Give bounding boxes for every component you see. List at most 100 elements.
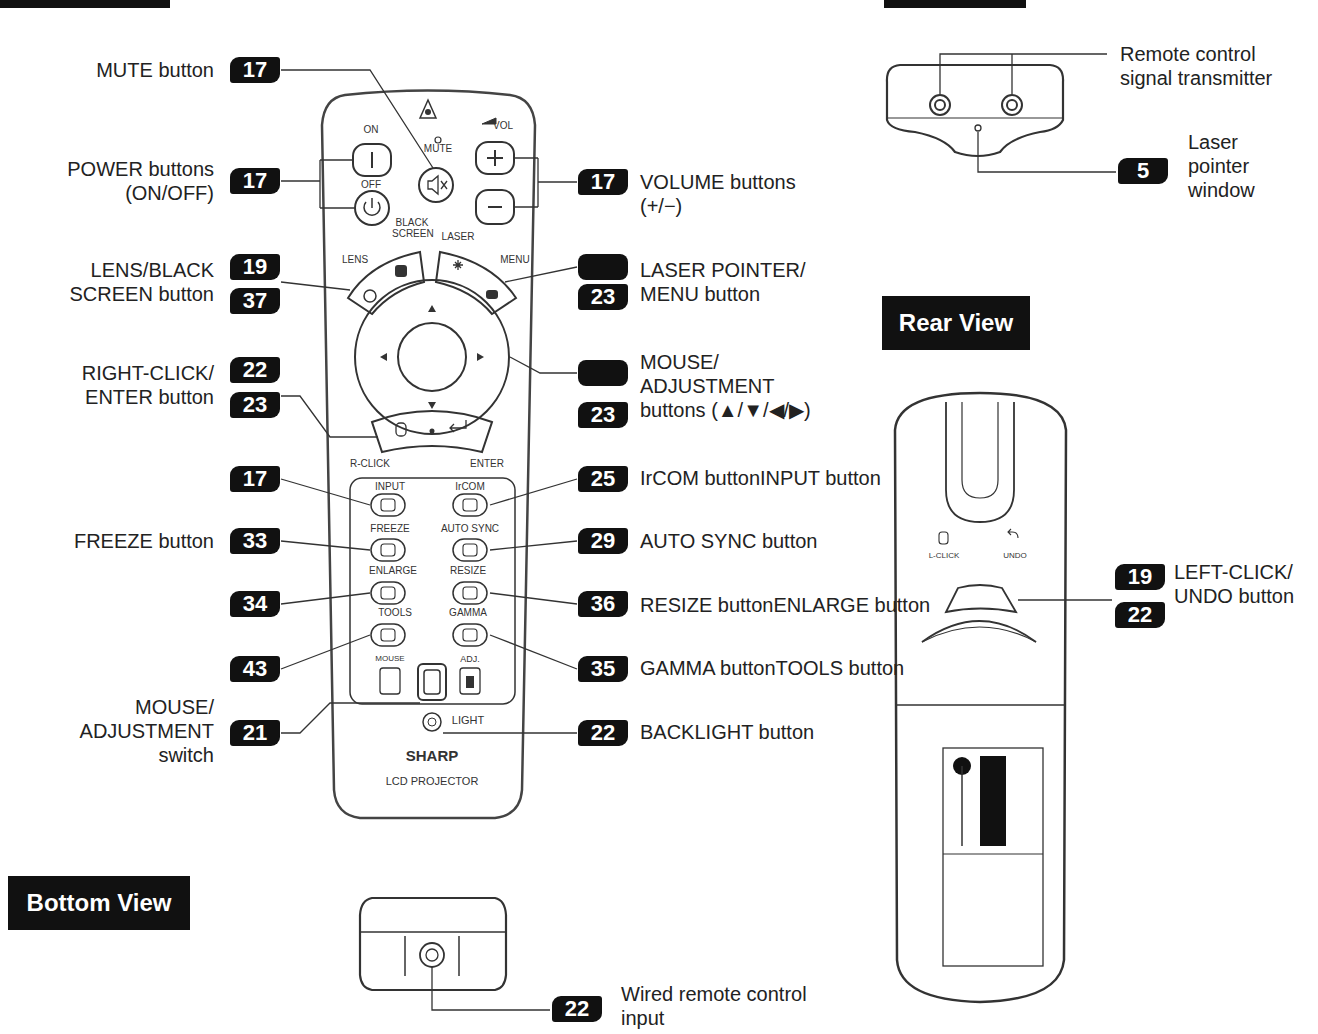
callout-number: 17 (230, 466, 280, 492)
printed-key-label: ENTER (470, 459, 504, 470)
printed-key-label: MUTE (424, 144, 452, 155)
printed-key-label: FREEZE (370, 524, 409, 535)
button-icon (463, 629, 477, 641)
node-text: 21 (243, 720, 267, 745)
leader-lines (281, 70, 577, 733)
printed-key-label: R-CLICK (350, 459, 390, 470)
callout-number: 34 (230, 591, 280, 617)
printed-key-label: INPUT (375, 482, 405, 493)
node-text: 35 (591, 656, 615, 681)
button-icon (381, 544, 395, 556)
node-text: 36 (591, 591, 615, 616)
node-text: 19 (1128, 564, 1152, 589)
printed-key-label: RESIZE (450, 566, 486, 577)
part-label: AUTO SYNC button (640, 529, 817, 553)
part-label: LEFT-CLICK/ UNDO button (1174, 560, 1314, 608)
callout-badge (578, 254, 628, 280)
mode-switch (418, 664, 446, 700)
callout-number: 22 (578, 720, 628, 746)
callout-number: 25 (578, 466, 628, 492)
printed-key-label: LASER (442, 232, 475, 243)
panel-button (371, 539, 405, 561)
node-text: 25 (591, 466, 615, 491)
callout-badge (578, 360, 628, 386)
part-label: GAMMA buttonTOOLS button (640, 656, 904, 680)
printed-key-label: MENU (500, 255, 529, 266)
on-button (353, 144, 391, 176)
part-label: IrCOM buttonINPUT button (640, 466, 881, 490)
node-text: Bottom View (27, 889, 172, 917)
view-heading: Bottom View (8, 876, 190, 930)
node-text: 23 (591, 402, 615, 427)
node-text: 23 (243, 392, 267, 417)
printed-key-label: IrCOM (455, 482, 484, 493)
callout-number: 43 (230, 656, 280, 682)
volume-down (476, 190, 514, 224)
node-text: 5 (1137, 158, 1149, 183)
callout-number: 35 (578, 656, 628, 682)
panel-button (371, 624, 405, 646)
button-panel (350, 478, 515, 704)
node-text: 22 (591, 720, 615, 745)
callout-number: 22 (230, 357, 280, 383)
volume-up (476, 142, 514, 174)
panel-button (453, 494, 487, 516)
callout-number: 17 (578, 169, 628, 195)
node-text: 22 (243, 357, 267, 382)
callout-number: 21 (230, 720, 280, 746)
node-text: 29 (591, 528, 615, 553)
callout-number: 22 (552, 996, 602, 1022)
printed-key-label: ADJ. (460, 655, 480, 664)
button-icon (381, 587, 395, 599)
panel-button (371, 494, 405, 516)
node-text: 17 (243, 57, 267, 82)
printed-key-label: GAMMA (449, 608, 487, 619)
part-label: RIGHT-CLICK/ ENTER button (54, 361, 214, 409)
remote-bottom (360, 898, 506, 990)
node-text: 37 (243, 288, 267, 313)
mute-button (419, 168, 453, 202)
callout-number: 36 (578, 591, 628, 617)
node-text: 22 (1128, 602, 1152, 627)
node-text: 43 (243, 656, 267, 681)
panel-button (453, 539, 487, 561)
printed-key-label: L-CLICK (929, 552, 960, 560)
adj-icon (460, 668, 480, 694)
printed-key-label: SHARP (406, 748, 459, 764)
node-text: 17 (243, 168, 267, 193)
callout-number: 22 (1115, 602, 1165, 628)
callout-number: 33 (230, 528, 280, 554)
callout-number: 19 (1115, 564, 1165, 590)
node-text: 17 (243, 466, 267, 491)
printed-key-label: ON (364, 125, 379, 136)
part-label: MUTE button (96, 58, 214, 82)
part-label: MOUSE/ ADJUSTMENT buttons (▲/▼/◀/▶) (640, 350, 840, 422)
left-click-button (946, 585, 1016, 612)
part-label: Laser pointer window (1188, 130, 1280, 202)
node-text: Rear View (899, 309, 1013, 337)
printed-key-label: ENLARGE (369, 566, 417, 577)
callout-number: 19 (230, 254, 280, 280)
button-icon (463, 499, 477, 511)
callout-number: 37 (230, 288, 280, 314)
printed-key-label: LENS (342, 255, 368, 266)
printed-key-label: LCD PROJECTOR (386, 776, 479, 788)
node-text: 22 (565, 996, 589, 1021)
callout-number: 5 (1118, 158, 1168, 184)
printed-key-label: TOOLS (378, 608, 412, 619)
button-icon (381, 629, 395, 641)
node-text: 17 (591, 169, 615, 194)
printed-key-label: AUTO SYNC (441, 524, 499, 535)
remote-top (887, 65, 1063, 156)
panel-button (453, 624, 487, 646)
part-label: MOUSE/ ADJUSTMENT switch (54, 695, 214, 767)
part-label: Wired remote control input (621, 982, 851, 1030)
button-icon (463, 544, 477, 556)
laser-icon (420, 100, 436, 118)
panel-button (371, 582, 405, 604)
enter-button (372, 411, 492, 452)
printed-key-label: BLACK SCREEN (392, 218, 432, 239)
printed-key-label: LIGHT (452, 715, 484, 727)
callout-number: 23 (230, 392, 280, 418)
